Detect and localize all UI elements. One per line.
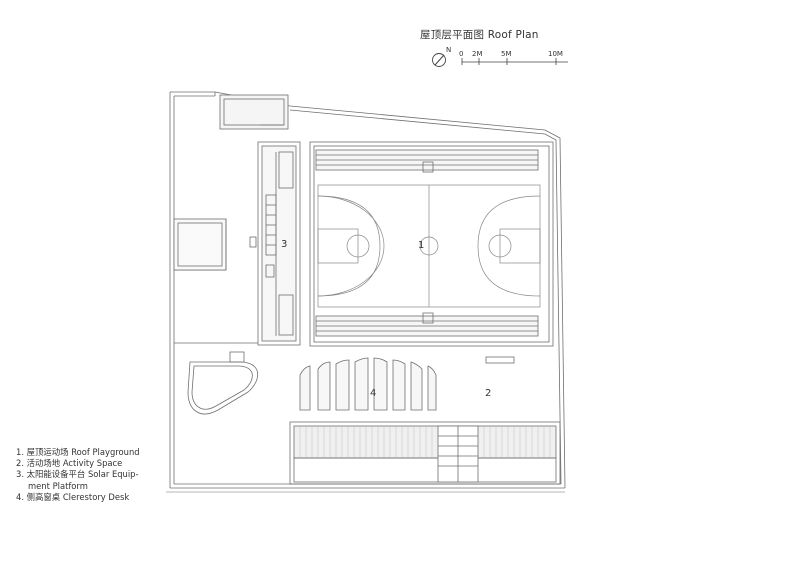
scale-label-2m: 2M: [472, 50, 483, 58]
solar-equipment-platform: [249, 141, 301, 346]
legend-item-4: 4. 侧高窗桌 Clerestory Desk: [16, 491, 130, 502]
bottom-strip: [289, 421, 561, 485]
plan-title: 屋顶层平面图 Roof Plan: [420, 29, 539, 41]
legend-item-1: 1. 屋顶运动场 Roof Playground: [16, 447, 140, 457]
legend: 1. 屋顶运动场 Roof Playground 2. 活动场地 Activit…: [16, 447, 140, 503]
clerestory-desks: [299, 357, 437, 411]
strip-hatch: [299, 427, 551, 457]
roof-access-box: [219, 94, 289, 130]
north-label: N: [446, 46, 451, 54]
scale-label-0: 0: [459, 50, 463, 58]
scale-bar: 0 2M 5M 10M: [459, 50, 568, 65]
zone-label-3: 3: [281, 239, 287, 250]
scale-label-10m: 10M: [548, 50, 563, 58]
basketball-court: [317, 184, 541, 308]
north-arrow-icon: N: [432, 46, 451, 67]
left-wing: [173, 218, 258, 344]
bench: [485, 356, 515, 364]
legend-item-3: 3. 太阳能设备平台 Solar Equip-: [16, 469, 139, 480]
legend-item-3-continued: ment Platform: [28, 480, 88, 491]
legend-item-2: 2. 活动场地 Activity Space: [16, 458, 123, 469]
zone-label-4: 4: [370, 388, 376, 399]
building-outline: [166, 91, 566, 493]
zone-label-1: 1: [418, 240, 424, 251]
curved-room: [187, 351, 258, 415]
zone-label-2: 2: [485, 388, 491, 399]
scale-label-5m: 5M: [501, 50, 512, 58]
roof-playground: [309, 141, 554, 347]
